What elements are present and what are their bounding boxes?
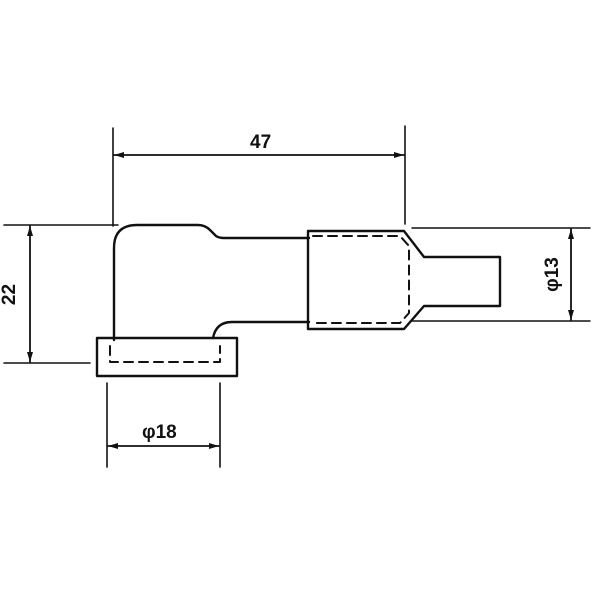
dimension-22-extension-lines (3, 224, 119, 364)
dimension-phi13-extension-lines (411, 227, 591, 322)
terminal-cap-hidden-line (312, 235, 410, 324)
dimension-22-line (27, 225, 33, 363)
dimension-phi18-extension-lines (106, 382, 221, 468)
dimension-47-label: 47 (250, 132, 272, 153)
terminal-cap-outline (306, 229, 502, 331)
base-flange-hidden-line (109, 345, 221, 363)
dimension-phi18-line (107, 443, 220, 449)
boot-body-outline (112, 223, 311, 342)
dimension-22-label: 22 (0, 283, 21, 306)
dimension-47-line (113, 152, 405, 158)
dimension-phi13-line (568, 228, 574, 321)
dimension-phi13-label: φ13 (541, 257, 563, 292)
dimension-phi18-label: φ18 (142, 422, 177, 443)
base-flange-outline (95, 336, 239, 378)
dimension-47-extension-lines (112, 125, 406, 227)
